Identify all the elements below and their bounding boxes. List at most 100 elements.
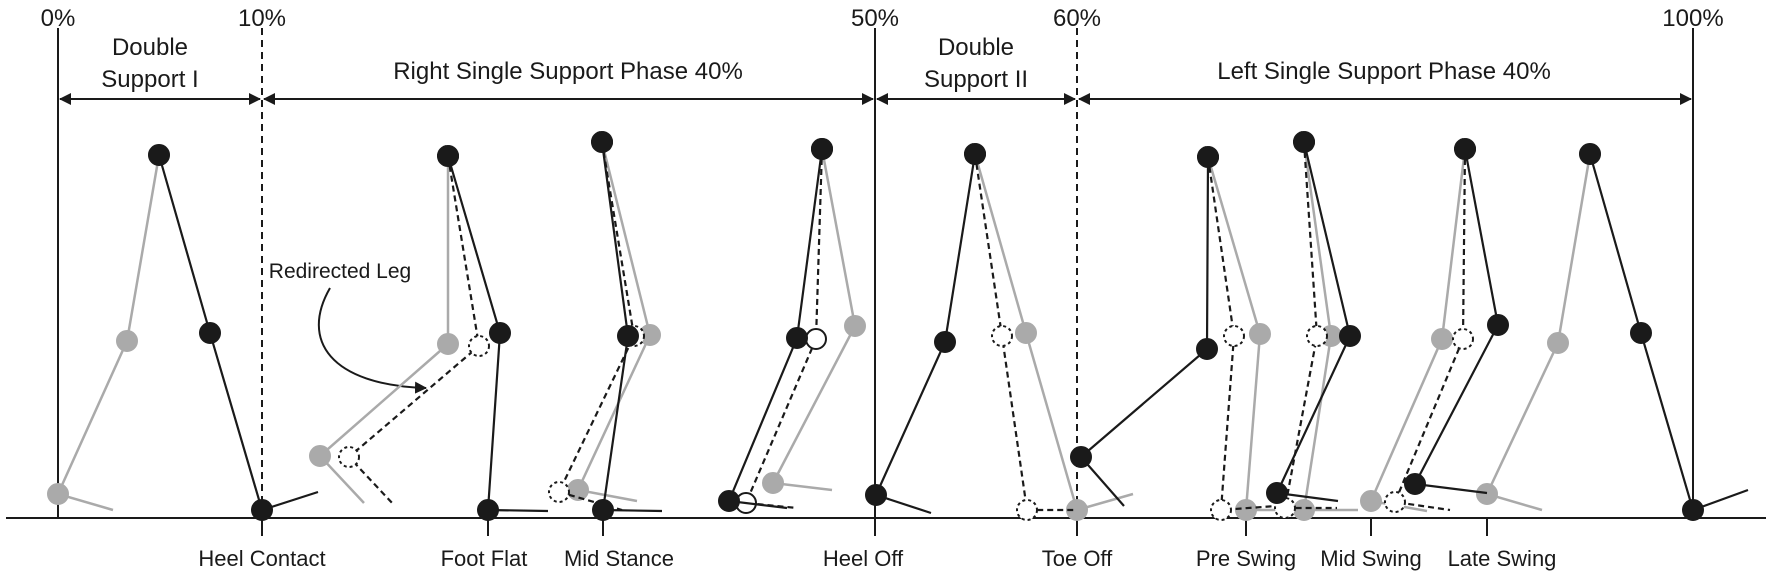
stance-leg-4-segments (727, 148, 824, 510)
stance-leg-6-hip-joint (1197, 146, 1219, 168)
event-label-foot-flat: Foot Flat (441, 546, 528, 571)
stance-leg-5-ankle-joint (865, 484, 887, 506)
stance-leg-2 (437, 145, 549, 521)
percent-label-100: 100% (1662, 5, 1723, 32)
swing-leg-8-ankle-joint (1360, 490, 1382, 512)
stance-leg-1 (148, 144, 319, 521)
swing-leg-8 (1360, 138, 1476, 513)
redirected-leg-5-knee-joint (991, 325, 1013, 347)
phase-label-double-support-2-line2: Support II (924, 66, 1028, 93)
annotation-label-redirected-leg: Redirected Leg (269, 260, 411, 283)
stance-leg-6-knee-joint (1196, 338, 1218, 360)
phase-labels: Double Support I Right Single Support Ph… (101, 34, 1550, 93)
stance-leg-9-hip-joint (1579, 143, 1601, 165)
stance-leg-7-hip-joint (1293, 131, 1315, 153)
swing-leg-6-ankle-joint (1235, 499, 1257, 521)
swing-leg-1-segments (56, 154, 161, 512)
swing-leg-2-segments (318, 156, 450, 504)
redirected-leg-3-segments (557, 141, 636, 512)
percent-label-60: 60% (1053, 5, 1101, 32)
stance-leg-9-segments (1588, 153, 1749, 512)
swing-leg-7-segments (1302, 141, 1358, 512)
phase-label-double-support-2-line1: Double (938, 34, 1014, 61)
redirected-leg-7-segments (1283, 141, 1337, 510)
swing-leg-7-ankle-joint (1293, 499, 1315, 521)
stance-leg-9-ankle-joint (1682, 499, 1704, 521)
redirected-leg-4-knee-joint (805, 328, 827, 350)
stance-leg-1-knee-joint (199, 322, 221, 344)
percent-label-0: 0% (41, 5, 76, 32)
event-label-heel-contact: Heel Contact (198, 546, 325, 571)
redirected-leg-6-segments (1206, 156, 1277, 512)
redirected-leg-8-segments (1393, 148, 1467, 512)
stance-leg-1-segments (157, 154, 319, 512)
stance-leg-3-hip-joint (591, 131, 613, 153)
swing-leg-6-segments (1206, 156, 1304, 512)
stance-leg-2-ankle-joint (477, 499, 499, 521)
redirected-leg-2-knee-joint (468, 335, 490, 357)
stance-leg-8 (1404, 138, 1509, 495)
swing-leg-2-knee-joint (437, 333, 459, 355)
redirected-leg-2-segments (347, 155, 481, 506)
percent-marker-lines (57, 28, 1694, 518)
swing-leg-3 (567, 131, 661, 503)
stance-leg-6 (1070, 146, 1219, 507)
swing-leg-1 (47, 144, 170, 512)
event-label-late-swing: Late Swing (1448, 546, 1557, 571)
redirected-leg-2-ankle-joint (338, 446, 360, 468)
redirected-leg-5-ankle-joint (1016, 499, 1038, 521)
swing-leg-4 (762, 138, 866, 494)
percent-label-50: 50% (851, 5, 899, 32)
swing-leg-9-segments (1485, 153, 1592, 512)
redirected-leg-6-knee-joint (1223, 325, 1245, 347)
redirected-leg-8-knee-joint (1452, 328, 1474, 350)
swing-leg-1-ankle-joint (47, 483, 69, 505)
swing-leg-6-knee-joint (1249, 323, 1271, 345)
swing-leg-2-ankle-joint (309, 445, 331, 467)
swing-leg-3-ankle-joint (567, 479, 589, 501)
redirected-leg-annotation: Redirected Leg (269, 260, 427, 394)
stance-leg-4-knee-joint (786, 327, 808, 349)
event-label-toe-off: Toe Off (1042, 546, 1113, 571)
swing-leg-3-segments (576, 141, 652, 503)
redirected-leg-3 (548, 131, 645, 512)
swing-leg-2 (309, 145, 459, 504)
percent-labels: 0% 10% 50% 60% 100% (41, 5, 1724, 32)
stance-leg-5 (865, 143, 986, 515)
event-label-mid-stance: Mid Stance (564, 546, 674, 571)
phase-label-double-support-1-line2: Support I (101, 66, 198, 93)
stance-leg-4-hip-joint (811, 138, 833, 160)
stance-leg-4-ankle-joint (718, 490, 740, 512)
event-label-heel-off: Heel Off (823, 546, 904, 571)
stance-leg-5-hip-joint (964, 143, 986, 165)
swing-leg-4-segments (771, 148, 857, 492)
stance-leg-6-ankle-joint (1070, 446, 1092, 468)
redirected-leg-7-knee-joint (1306, 325, 1328, 347)
event-label-pre-swing: Pre Swing (1196, 546, 1296, 571)
stance-leg-8-hip-joint (1454, 138, 1476, 160)
stance-leg-8-knee-joint (1487, 314, 1509, 336)
event-label-mid-swing: Mid Swing (1320, 546, 1421, 571)
stance-leg-4 (718, 138, 833, 512)
swing-leg-8-segments (1369, 148, 1467, 513)
redirected-leg-7 (1274, 131, 1337, 519)
stance-leg-8-ankle-joint (1404, 473, 1426, 495)
stance-leg-5-segments (874, 153, 977, 515)
redirected-leg-3-ankle-joint (548, 481, 570, 503)
swing-leg-6 (1197, 146, 1304, 521)
stance-leg-7-ankle-joint (1266, 482, 1288, 504)
phase-label-right-single-support: Right Single Support Phase 40% (393, 58, 743, 85)
swing-leg-5-knee-joint (1015, 322, 1037, 344)
swing-leg-9-ankle-joint (1476, 483, 1498, 505)
stance-leg-7-knee-joint (1339, 325, 1361, 347)
percent-label-10: 10% (238, 5, 286, 32)
swing-leg-4-knee-joint (844, 315, 866, 337)
swing-leg-5-segments (973, 153, 1134, 512)
swing-leg-9-knee-joint (1547, 332, 1569, 354)
stance-leg-2-hip-joint (437, 145, 459, 167)
stance-leg-3 (591, 131, 663, 521)
swing-leg-1-knee-joint (116, 330, 138, 352)
redirected-leg-4 (735, 138, 833, 514)
redirected-leg-8-ankle-joint (1384, 491, 1406, 513)
